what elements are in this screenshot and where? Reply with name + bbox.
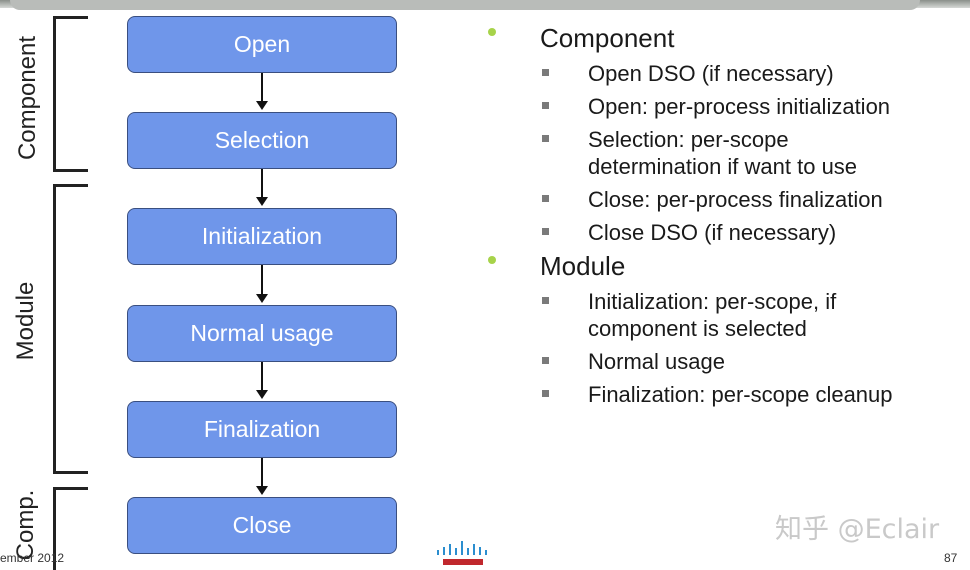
sub-bullet: Close: per-process finalization <box>486 186 956 213</box>
square-bullet-icon <box>542 297 549 304</box>
step-finalization: Finalization <box>127 401 397 458</box>
arrow-2 <box>256 169 268 206</box>
sub-bullet-text: Initialization: per-scope, if <box>588 289 837 314</box>
top-band <box>0 0 970 10</box>
square-bullet-icon <box>542 228 549 235</box>
sub-bullet: Open: per-process initialization <box>486 93 956 120</box>
arrow-5 <box>256 458 268 495</box>
step-close: Close <box>127 497 397 554</box>
section-title: Module <box>540 251 626 281</box>
bullet-dot-icon <box>488 256 496 264</box>
side-label-component: Component <box>14 35 41 161</box>
sub-bullet: Open DSO (if necessary) <box>486 60 956 87</box>
step-normal-usage: Normal usage <box>127 305 397 362</box>
arrow-4 <box>256 362 268 399</box>
side-label-comp: Comp. <box>12 489 39 561</box>
watermark: 知乎 @Eclair <box>775 514 940 545</box>
module-bracket <box>53 184 88 474</box>
sub-bullet-text: Close: per-process finalization <box>588 187 883 212</box>
step-initialization: Initialization <box>127 208 397 265</box>
sub-bullet-text: Selection: per-scope <box>588 127 789 152</box>
footer-date: ember 2012 <box>0 551 65 565</box>
square-bullet-icon <box>542 357 549 364</box>
square-bullet-icon <box>542 69 549 76</box>
arrow-1 <box>256 73 268 110</box>
main-bullet: Component <box>486 22 956 54</box>
square-bullet-icon <box>542 102 549 109</box>
sub-bullet-text: Close DSO (if necessary) <box>588 220 837 245</box>
sub-bullet-text: Normal usage <box>588 349 725 374</box>
arrow-3 <box>256 265 268 303</box>
sub-bullet-text: Finalization: per-scope cleanup <box>588 382 893 407</box>
component-bracket <box>53 16 88 172</box>
sub-bullet-text-line2: determination if want to use <box>588 154 858 179</box>
bullet-dot-icon <box>488 28 496 36</box>
square-bullet-icon <box>542 195 549 202</box>
bullet-list: Component Open DSO (if necessary) Open: … <box>486 22 956 412</box>
cisco-logo-icon <box>437 541 487 565</box>
sub-bullet-text: Open DSO (if necessary) <box>588 61 834 86</box>
side-label-module: Module <box>12 281 39 361</box>
sub-bullet: Finalization: per-scope cleanup <box>486 381 956 408</box>
section-title: Component <box>540 23 675 53</box>
page-number: 87 <box>944 551 958 565</box>
square-bullet-icon <box>542 135 549 142</box>
main-bullet: Module <box>486 250 956 282</box>
square-bullet-icon <box>542 390 549 397</box>
sub-bullet-text-line2: component is selected <box>588 316 807 341</box>
step-open: Open <box>127 16 397 73</box>
section-component: Component Open DSO (if necessary) Open: … <box>486 22 956 246</box>
comp-bracket <box>53 487 88 570</box>
step-selection: Selection <box>127 112 397 169</box>
sub-bullet: Normal usage <box>486 348 956 375</box>
sub-bullet: Close DSO (if necessary) <box>486 219 956 246</box>
sub-bullet-text: Open: per-process initialization <box>588 94 891 119</box>
